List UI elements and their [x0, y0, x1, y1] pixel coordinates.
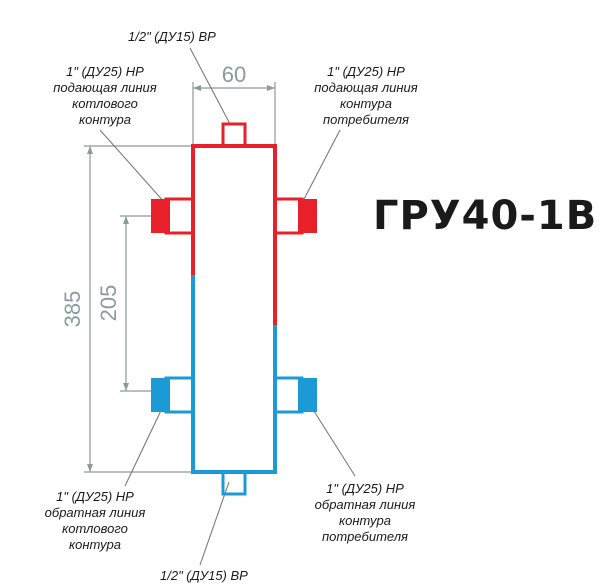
- label-consumer-supply: 1" (ДУ25) НР подающая линия контура потр…: [296, 64, 436, 128]
- between-arrow-bottom: [123, 383, 129, 391]
- bottom-fitting: [221, 472, 247, 496]
- label-line: контура: [338, 513, 392, 528]
- label-top-port-text: 1/2" (ДУ15) ВР: [128, 29, 216, 44]
- leader-boiler-return: [124, 399, 167, 487]
- label-boiler-return: 1" (ДУ25) НР обратная линия котлового ко…: [30, 489, 160, 553]
- body-return-left: [191, 275, 277, 474]
- height-dim-value: 385: [60, 291, 85, 328]
- leader-bottom-port: [199, 481, 230, 566]
- between-dim-value: 205: [96, 285, 121, 322]
- label-line: контура: [339, 96, 393, 111]
- leader-lines: [99, 47, 356, 566]
- leader-consumer-return: [306, 399, 356, 477]
- leader-consumer-supply: [301, 129, 341, 204]
- width-arrow-right: [267, 85, 275, 91]
- label-line: потребителя: [323, 112, 409, 127]
- port-consumer-return-outline: [275, 376, 304, 414]
- label-top-port: 1/2" (ДУ15) ВР: [128, 29, 216, 45]
- dimension-arrows: [87, 85, 275, 472]
- label-line: обратная линия: [314, 497, 416, 512]
- label-line: потребителя: [322, 529, 408, 544]
- width-arrow-left: [193, 85, 201, 91]
- label-consumer-return: 1" (ДУ25) НР обратная линия контура потр…: [295, 481, 435, 545]
- body-supply-section: [191, 144, 277, 325]
- width-dim-value: 60: [222, 62, 246, 87]
- separator-body: [191, 122, 277, 496]
- leader-top-port: [189, 47, 231, 125]
- port-consumer-supply-outline: [275, 197, 304, 235]
- side-ports: [151, 197, 317, 414]
- port-boiler-supply-outline: [164, 197, 193, 235]
- label-line: 1" (ДУ25) НР: [56, 489, 134, 504]
- top-fitting: [221, 122, 247, 146]
- label-line: 1" (ДУ25) НР: [66, 64, 144, 79]
- label-line: обратная линия: [44, 505, 146, 520]
- label-line: контура: [78, 112, 132, 127]
- label-line: подающая линия: [314, 80, 418, 95]
- height-arrow-bottom: [87, 464, 93, 472]
- label-line: подающая линия: [53, 80, 157, 95]
- between-arrow-top: [123, 216, 129, 224]
- label-boiler-supply: 1" (ДУ25) НР подающая линия котлового ко…: [40, 64, 170, 128]
- label-bottom-port: 1/2" (ДУ15) ВР: [160, 568, 248, 584]
- label-line: котлового: [72, 96, 138, 111]
- label-line: котлового: [62, 521, 128, 536]
- port-boiler-return-outline: [164, 376, 193, 414]
- label-line: 1" (ДУ25) НР: [327, 64, 405, 79]
- label-line: 1" (ДУ25) НР: [326, 481, 404, 496]
- height-arrow-top: [87, 146, 93, 154]
- label-line: контура: [68, 537, 122, 552]
- product-title: ГРУ40-1В: [373, 193, 598, 239]
- dimension-lines: [84, 82, 276, 473]
- leader-boiler-supply: [99, 129, 166, 204]
- label-bottom-port-text: 1/2" (ДУ15) ВР: [160, 568, 248, 583]
